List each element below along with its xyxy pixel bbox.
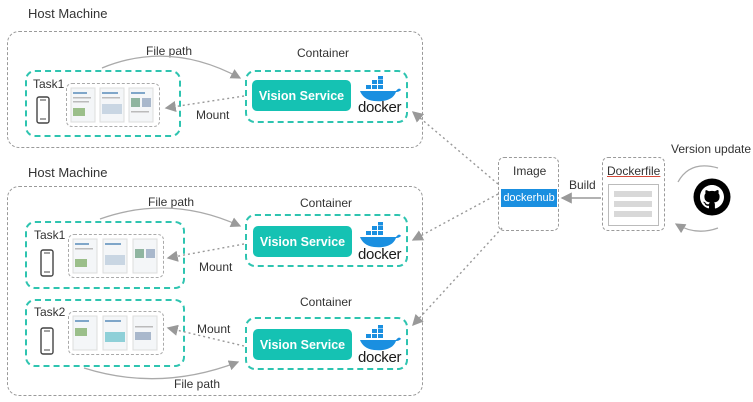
screenshot-thumbnails	[68, 311, 164, 355]
host1-machine	[7, 31, 423, 148]
host1-task-label: Task1	[33, 77, 65, 91]
host1-mount-label: Mount	[196, 108, 230, 122]
phone-icon	[36, 96, 50, 129]
version-arc-top	[677, 165, 719, 183]
host2-mount1-arrow	[166, 243, 245, 262]
version-arc-bottom	[674, 223, 719, 234]
host1-vision-service: Vision Service	[252, 80, 351, 111]
docker-whale-icon	[358, 222, 402, 253]
document-icon	[608, 184, 659, 231]
host2-vision-service-1: Vision Service	[253, 226, 352, 257]
host2-file-path-top-label: File path	[148, 195, 195, 209]
host1-file-path-arrow	[101, 55, 242, 79]
host2-container1-label: Container	[300, 196, 353, 210]
host1-container	[245, 70, 408, 123]
dockerhub-logo: dockerhub	[501, 189, 557, 207]
docker-logo-text: docker	[358, 99, 402, 116]
dockerfile-box	[602, 157, 665, 231]
host2-machine	[7, 186, 423, 396]
image-to-container2-arrow	[411, 193, 499, 241]
host2-mount2-arrow	[166, 324, 245, 347]
screenshot-thumbnails	[66, 83, 160, 127]
host2-vision-service-2: Vision Service	[253, 329, 352, 360]
host1-container-label: Container	[297, 46, 350, 60]
image-to-container1-arrow	[411, 111, 499, 185]
host2-task2-label: Task2	[34, 305, 66, 319]
host2-task2-box	[25, 299, 185, 367]
host1-file-path-label: File path	[146, 44, 193, 58]
image-box	[498, 157, 559, 231]
host2-file-path-bottom-arrow	[83, 360, 240, 380]
docker-whale-icon	[358, 76, 402, 107]
image-to-container3-arrow	[412, 227, 503, 327]
host2-container1	[245, 214, 408, 267]
host1-title: Host Machine	[28, 6, 108, 21]
host1-mount-arrow	[164, 95, 245, 113]
screenshot-thumbnails	[68, 234, 164, 278]
host2-file-path-top-arrow	[99, 207, 242, 227]
github-icon	[693, 178, 731, 221]
host2-file-path-bottom-label: File path	[174, 377, 221, 391]
image-label: Image	[513, 164, 547, 178]
host2-container2-label: Container	[300, 295, 353, 309]
phone-icon	[40, 327, 54, 360]
host2-mount2-label: Mount	[197, 322, 231, 336]
version-update-label: Version update	[671, 142, 752, 156]
docker-whale-icon	[358, 325, 402, 356]
host2-title: Host Machine	[28, 165, 108, 180]
docker-logo-text: docker	[358, 246, 402, 263]
host1-task-box	[25, 70, 181, 137]
docker-logo-text: docker	[358, 349, 402, 366]
build-label: Build	[569, 178, 596, 192]
dockerfile-label: Dockerfile	[607, 164, 661, 178]
host2-container2	[245, 317, 408, 370]
host2-mount1-label: Mount	[199, 260, 233, 274]
host2-task1-label: Task1	[34, 228, 66, 242]
phone-icon	[40, 249, 54, 282]
